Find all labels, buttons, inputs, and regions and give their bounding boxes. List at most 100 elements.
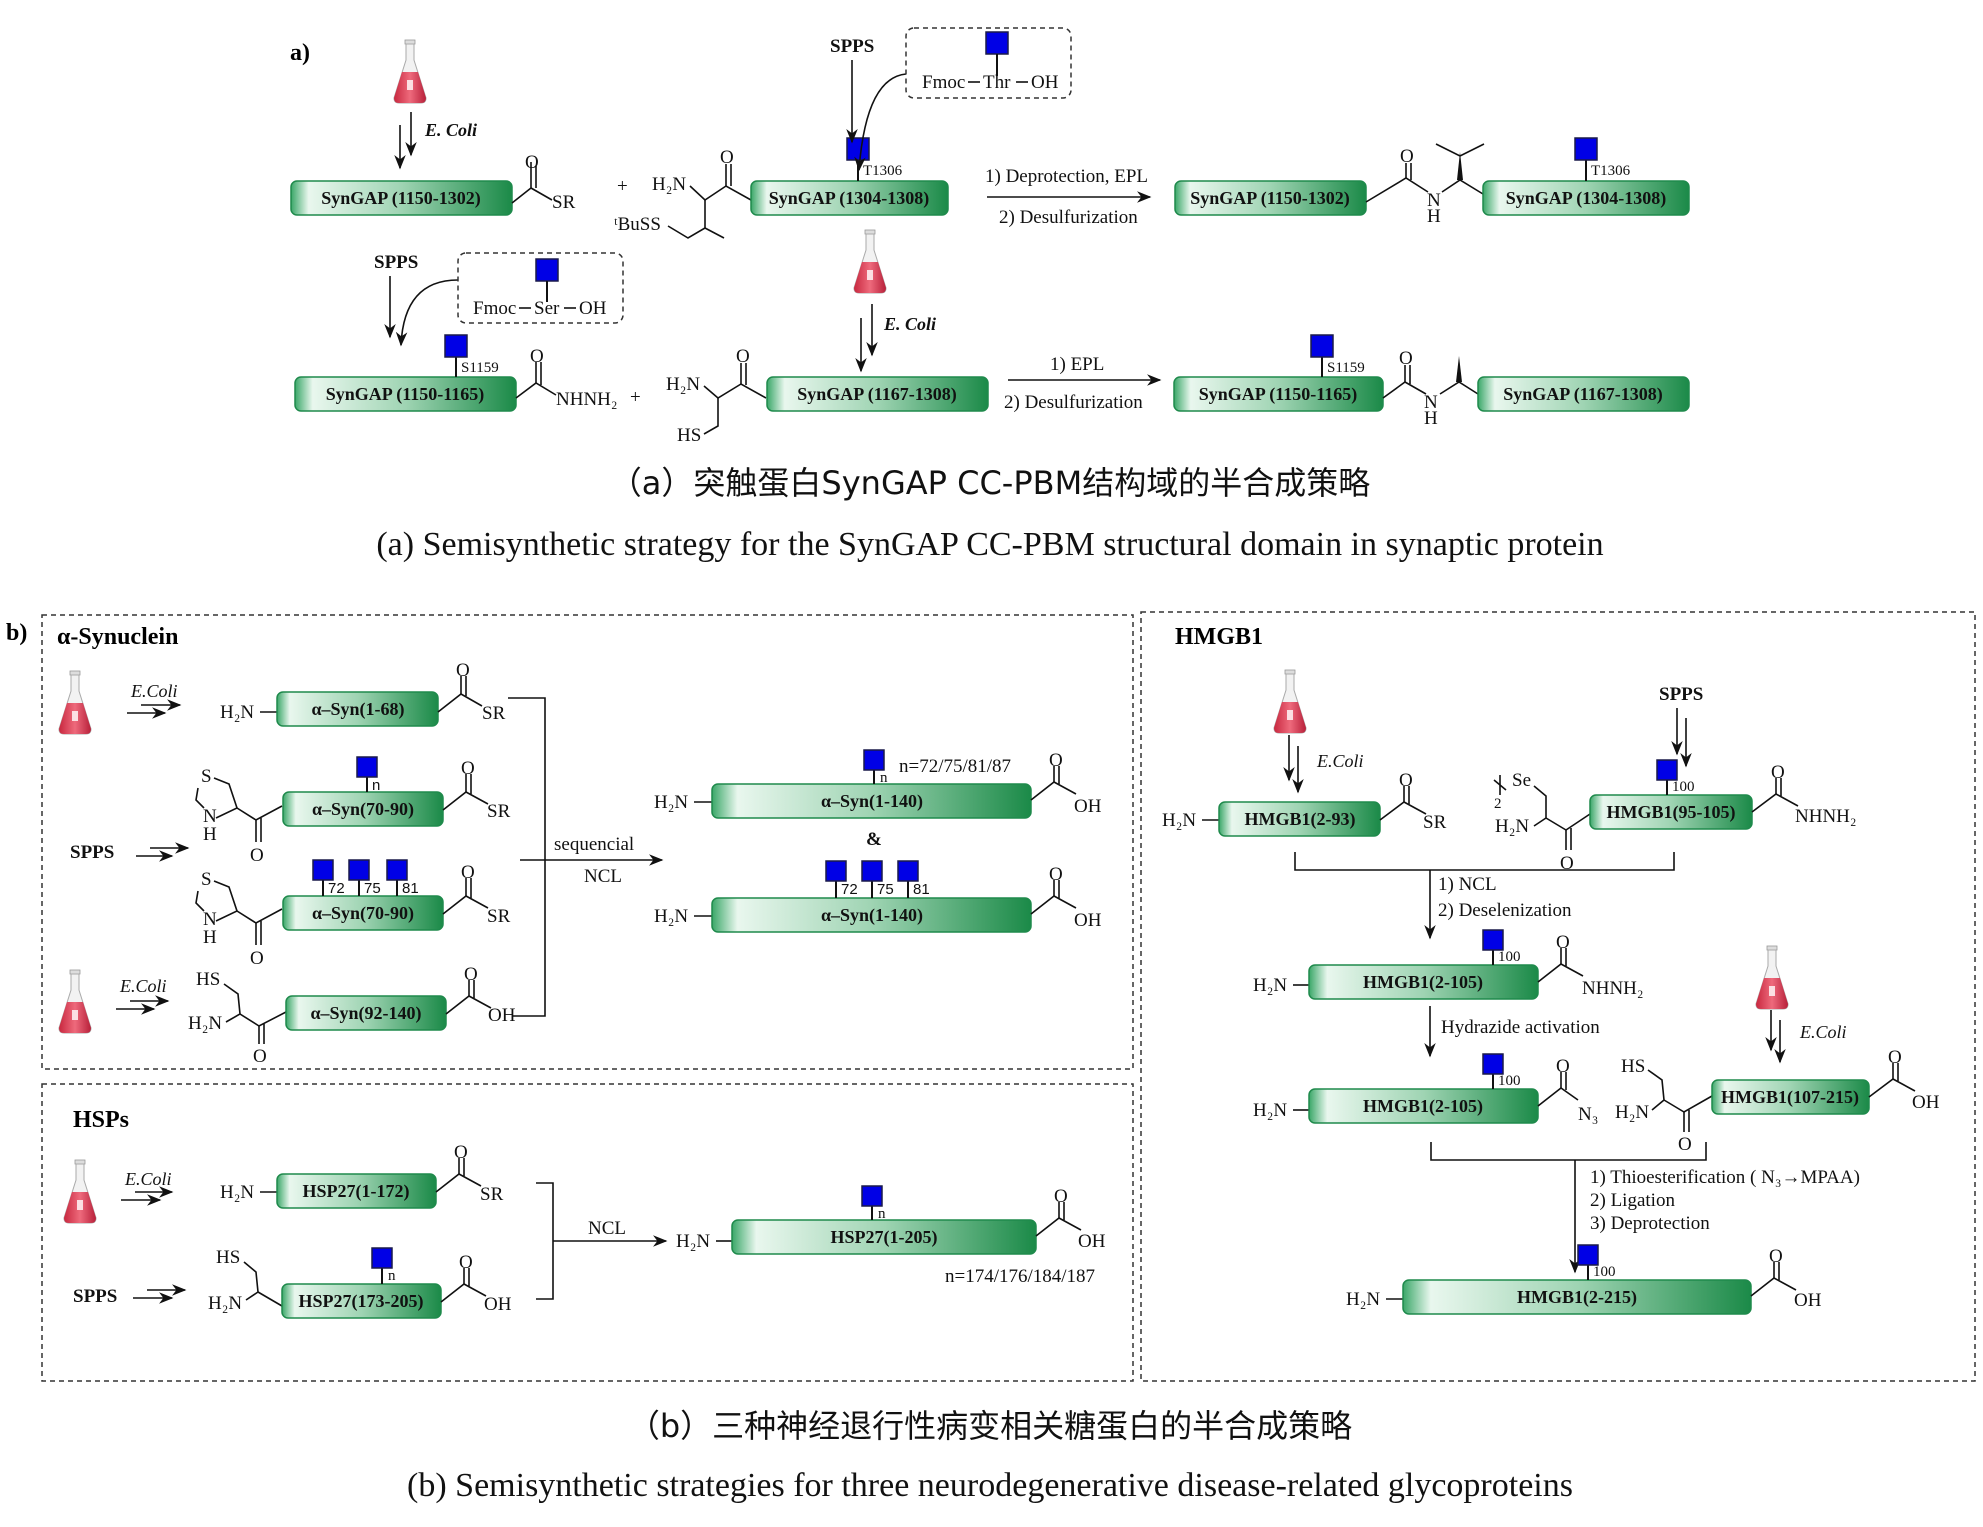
part-a: a) E. Coli SynGAP (1150-1302) O SR + H₂N… [290,27,1690,563]
asyn-panel [41,614,1134,1070]
spps-label: SPPS [374,252,418,273]
site-label: n [880,770,888,786]
amide-h: H [1427,206,1441,227]
ampersand: & [866,829,882,850]
peptide-label: HMGB1(2-105) [1363,972,1483,993]
site-label: n [878,1206,886,1222]
amine-h2n: H₂N [652,174,686,195]
azide-group: N₃ [1578,1104,1598,1125]
peptide-label: HMGB1(95-105) [1607,802,1736,823]
glycan-square-icon [861,1185,883,1207]
amide-n: N [1427,190,1441,211]
site-label: S1159 [1327,360,1365,376]
glycan-square-icon [897,860,919,882]
peptide-block [276,691,439,727]
bracket [536,1182,554,1300]
peptide-block [1402,1279,1752,1315]
glycan-square-icon [312,859,334,881]
carboxyl-oh: OH [1074,796,1102,817]
panel-title: α-Synuclein [57,624,178,650]
amine-h2n: H₂N [1346,1289,1380,1310]
carbonyl-o: O [1888,1047,1902,1068]
ecoli-label: E.Coli [1799,1022,1847,1042]
amine-h2n: H₂N [654,906,688,927]
site-label: 81 [913,881,930,898]
condition-label: 1) NCL [1438,874,1497,895]
glycan-square-icon [444,334,468,358]
caption-en: (a) Semisynthetic strategy for the SynGA… [376,526,1603,563]
amine-h2n: H₂N [1162,810,1196,831]
peptide-block [1218,801,1381,837]
amine-h2n: H₂N [666,374,700,395]
thioester-sr: SR [487,906,511,927]
amine-h2n: H₂N [654,792,688,813]
peptide-label: HMGB1(107-215) [1721,1087,1859,1108]
glycan-square-icon [348,859,370,881]
carboxyl-oh: OH [488,1005,516,1026]
hydrazide-group: NHNH₂ [1795,806,1857,827]
condition-label: 1) Deprotection, EPL [985,166,1148,187]
condition-label: sequencial [554,834,634,855]
site-note: n=72/75/81/87 [899,756,1011,777]
carboxyl-oh: OH [1794,1290,1822,1311]
ecoli-label: E.Coli [119,976,167,996]
fmoc-label: Fmoc [922,72,965,93]
thiol-hs: HS [196,969,220,990]
site-label: 100 [1672,779,1695,795]
site-label: 72 [328,880,345,897]
bracket [508,697,546,1017]
peptide-label: SynGAP (1150-1165) [1199,384,1358,405]
amine-h2n: H₂N [1253,1100,1287,1121]
condition-label: 1) EPL [1050,354,1104,375]
fmoc-label: Fmoc [473,298,516,319]
thioester-sr: SR [1423,812,1447,833]
thioester-sr: SR [482,703,506,724]
carbonyl-o: O [456,660,470,681]
peptide-label: α–Syn(70-90) [312,903,414,924]
carbonyl-o: O [525,152,539,173]
peptide-block [711,783,1032,819]
peptide-label: HMGB1(2-105) [1363,1096,1483,1117]
peptide-block [766,376,989,412]
amine-h2n: H₂N [1253,975,1287,996]
site-label: 100 [1498,1073,1521,1089]
part-b-label: b) [6,620,27,646]
curved-arrow-icon [854,73,907,172]
peptide-block [294,376,517,412]
part-a-label: a) [290,40,310,66]
ecoli-label: E. Coli [424,120,477,140]
flask-icon [393,39,427,104]
carbonyl-o: O [461,862,475,883]
peptide-label: α–Syn(1-68) [311,699,404,720]
hydrazide-group: NHNH₂ [1582,978,1644,999]
peptide-label: SynGAP (1304-1308) [1506,188,1667,209]
plus-sign: + [617,176,628,197]
condition-label: 2) Ligation [1590,1190,1675,1211]
condition-label: 3) Deprotection [1590,1213,1710,1234]
carbonyl-o: O [1560,853,1574,874]
thiol-hs: HS [677,425,701,446]
amine-h2n: H₂N [676,1231,710,1252]
peptide-label: α–Syn(70-90) [312,799,414,820]
glycan-square-icon [371,1247,393,1269]
site-label: 75 [364,880,381,897]
tbuss-group: ᵗBuSS [614,214,661,235]
carbonyl-o: O [253,1046,267,1067]
carbonyl-o: O [1400,146,1414,167]
peptide-label: SynGAP (1304-1308) [769,188,930,209]
carbonyl-o: O [736,346,750,367]
peptide-label: SynGAP (1150-1165) [326,384,485,405]
condition-label: 2) Desulfurization [1004,392,1143,413]
carboxyl-oh: OH [1074,910,1102,931]
amine-h2n: H₂N [188,1013,222,1034]
peptide-label: HSP27(173-205) [299,1291,424,1312]
peptide-label: α–Syn(92-140) [310,1003,421,1024]
peptide-block [750,180,949,216]
glycan-square-icon [985,31,1009,55]
thiol-hs: HS [1621,1056,1645,1077]
panel-title: HSPs [73,1107,129,1133]
amine-h2n: H₂N [1495,816,1529,837]
caption-cn: （a）突触蛋白SynGAP CC-PBM结构域的半合成策略 [610,464,1370,502]
selenium-label: Se [1512,770,1531,791]
